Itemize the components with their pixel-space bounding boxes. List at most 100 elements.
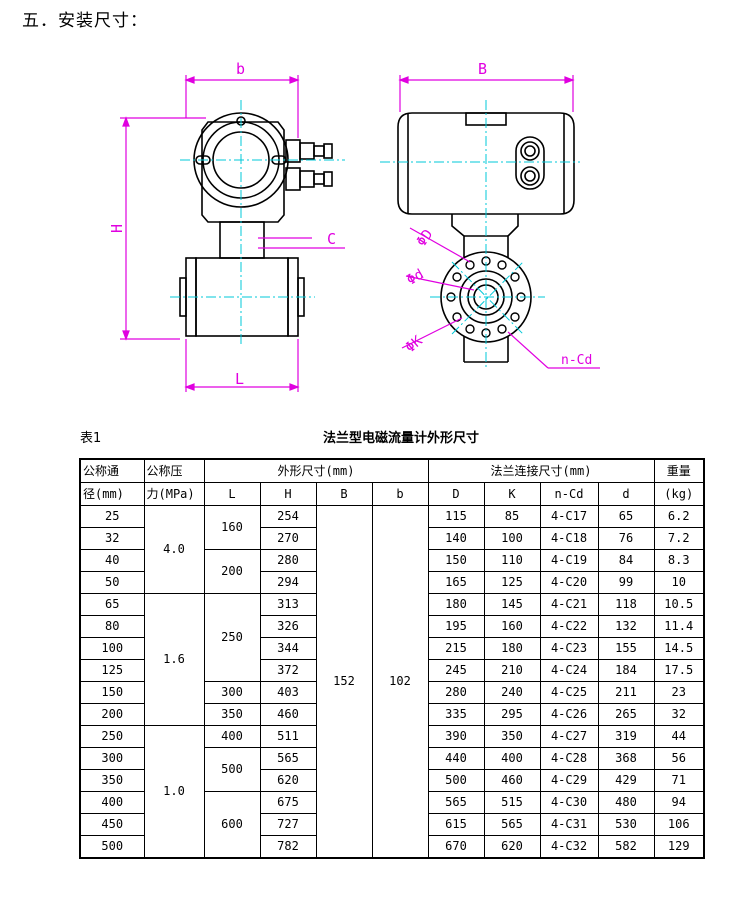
cell-dn: 400 — [79, 791, 145, 814]
cell-D: 150 — [427, 549, 485, 572]
cell-weight: 106 — [653, 813, 705, 836]
cell-weight: 11.4 — [653, 615, 705, 638]
cell-n: 4-C23 — [539, 637, 599, 660]
col-n-header: n-Cd — [539, 482, 599, 506]
cell-n: 4-C17 — [539, 505, 599, 528]
cell-dn: 150 — [79, 681, 145, 704]
cell-D: 565 — [427, 791, 485, 814]
table-header-row: 公称通 公称压 外形尺寸(mm) 法兰连接尺寸(mm) 重量 — [79, 458, 705, 483]
cell-K: 515 — [483, 791, 541, 814]
cell-weight: 129 — [653, 835, 705, 859]
table-subheader-row: 径(mm) 力(MPa) L H B b D K n-Cd d (kg) — [79, 482, 705, 506]
cell-K: 350 — [483, 725, 541, 748]
cell-H: 254 — [259, 505, 317, 528]
cell-d: 132 — [597, 615, 655, 638]
cell-L: 600 — [203, 791, 261, 859]
cell-K: 210 — [483, 659, 541, 682]
cell-D: 140 — [427, 527, 485, 550]
cell-n: 4-C30 — [539, 791, 599, 814]
cell-H: 727 — [259, 813, 317, 836]
cell-n: 4-C27 — [539, 725, 599, 748]
cell-H: 511 — [259, 725, 317, 748]
cell-H: 675 — [259, 791, 317, 814]
cell-d: 530 — [597, 813, 655, 836]
table-caption: 法兰型电磁流量计外形尺寸 — [323, 431, 480, 446]
cell-dn: 125 — [79, 659, 145, 682]
dim-C-label: C — [327, 230, 336, 248]
cell-dn: 300 — [79, 747, 145, 770]
cell-d: 84 — [597, 549, 655, 572]
cell-D: 215 — [427, 637, 485, 660]
col-D-header: D — [427, 482, 485, 506]
dim-d-label: Φd — [404, 266, 427, 288]
cell-L: 250 — [203, 593, 261, 682]
cell-L: 500 — [203, 747, 261, 792]
cell-d: 211 — [597, 681, 655, 704]
cell-H: 372 — [259, 659, 317, 682]
cell-d: 319 — [597, 725, 655, 748]
cell-dn: 200 — [79, 703, 145, 726]
dim-B-label: B — [478, 60, 487, 78]
cell-n: 4-C25 — [539, 681, 599, 704]
cell-B: 152 — [315, 505, 373, 859]
cell-D: 180 — [427, 593, 485, 616]
cell-D: 390 — [427, 725, 485, 748]
cell-K: 145 — [483, 593, 541, 616]
cell-pn: 1.0 — [143, 725, 205, 859]
cell-pn: 1.6 — [143, 593, 205, 726]
flange-dim-header: 法兰连接尺寸(mm) — [427, 458, 655, 483]
dim-K-label: ΦK — [402, 333, 426, 356]
cell-H: 620 — [259, 769, 317, 792]
cell-dn: 250 — [79, 725, 145, 748]
col-B-header: B — [315, 482, 373, 506]
cell-K: 100 — [483, 527, 541, 550]
cell-dn: 32 — [79, 527, 145, 550]
cell-n: 4-C28 — [539, 747, 599, 770]
cell-K: 460 — [483, 769, 541, 792]
cell-H: 403 — [259, 681, 317, 704]
pn-header-1: 公称压 — [143, 458, 205, 483]
outer-dim-header: 外形尺寸(mm) — [203, 458, 429, 483]
cell-d: 76 — [597, 527, 655, 550]
weight-header-1: 重量 — [653, 458, 705, 483]
cell-D: 335 — [427, 703, 485, 726]
col-b-header: b — [371, 482, 429, 506]
col-L-header: L — [203, 482, 261, 506]
cell-weight: 56 — [653, 747, 705, 770]
cell-L: 200 — [203, 549, 261, 594]
cell-n: 4-C26 — [539, 703, 599, 726]
cell-d: 65 — [597, 505, 655, 528]
cell-n: 4-C20 — [539, 571, 599, 594]
cell-K: 85 — [483, 505, 541, 528]
cell-weight: 32 — [653, 703, 705, 726]
cell-weight: 8.3 — [653, 549, 705, 572]
cell-n: 4-C22 — [539, 615, 599, 638]
dim-H-label: H — [108, 224, 126, 233]
cell-n: 4-C31 — [539, 813, 599, 836]
cell-d: 184 — [597, 659, 655, 682]
dim-b-label: b — [236, 60, 245, 78]
cell-H: 460 — [259, 703, 317, 726]
cell-b: 102 — [371, 505, 429, 859]
cell-D: 440 — [427, 747, 485, 770]
cell-dn: 500 — [79, 835, 145, 859]
cell-d: 99 — [597, 571, 655, 594]
cell-dn: 80 — [79, 615, 145, 638]
cell-weight: 44 — [653, 725, 705, 748]
cell-L: 400 — [203, 725, 261, 748]
cell-H: 565 — [259, 747, 317, 770]
cell-D: 165 — [427, 571, 485, 594]
cell-pn: 4.0 — [143, 505, 205, 594]
cell-D: 670 — [427, 835, 485, 859]
front-view — [179, 112, 333, 337]
cell-K: 110 — [483, 549, 541, 572]
cell-dn: 100 — [79, 637, 145, 660]
cell-dn: 350 — [79, 769, 145, 792]
cell-D: 245 — [427, 659, 485, 682]
cell-L: 350 — [203, 703, 261, 726]
cell-K: 565 — [483, 813, 541, 836]
